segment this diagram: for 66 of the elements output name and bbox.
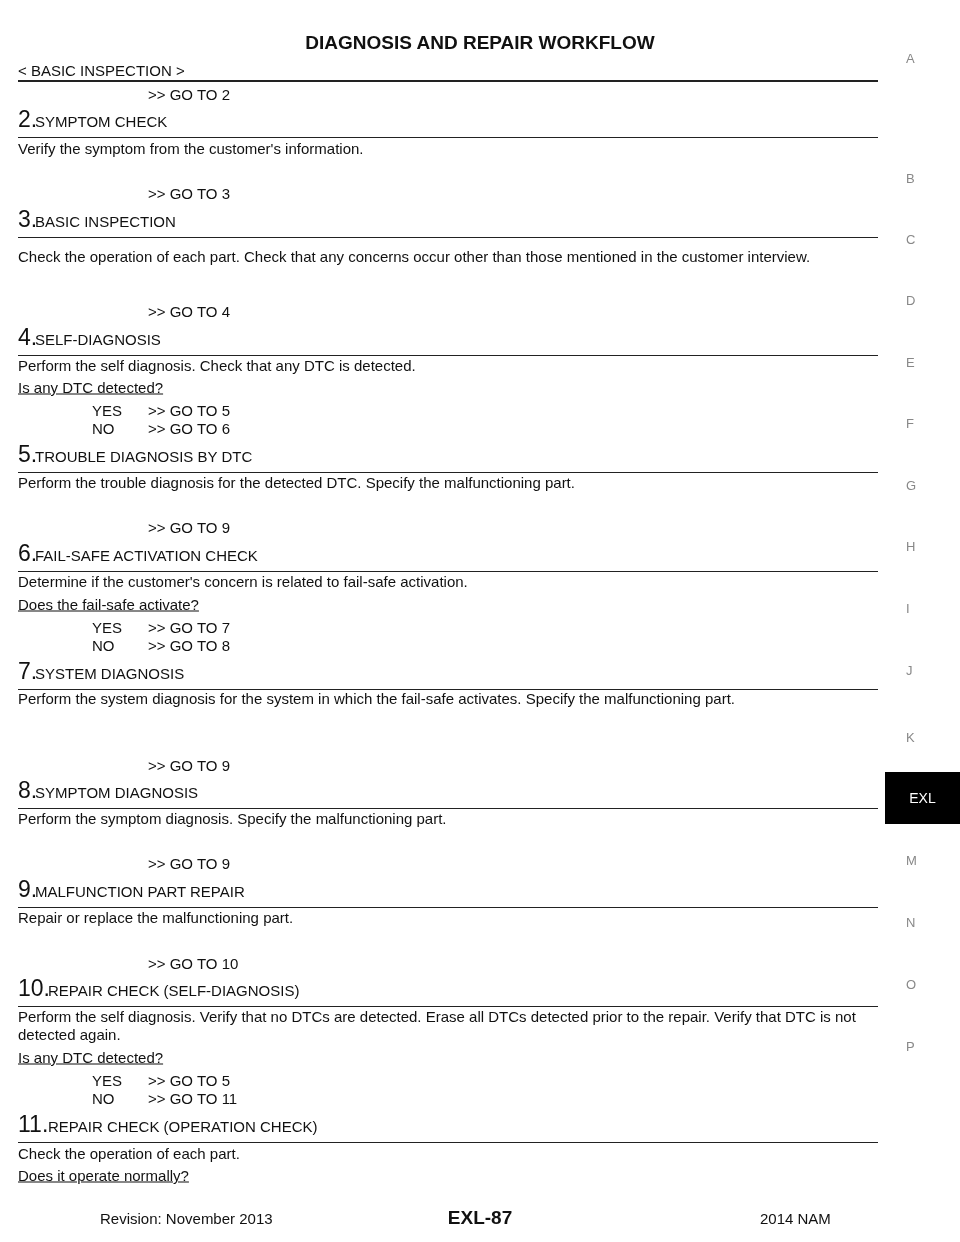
- go-to-instruction: >> GO TO 9: [148, 756, 230, 774]
- section-index-letter: G: [906, 477, 917, 493]
- answer-option: YES: [92, 618, 122, 636]
- step-heading: REPAIR CHECK (SELF-DIAGNOSIS): [48, 981, 300, 999]
- go-to-instruction: >> GO TO 2: [148, 85, 230, 103]
- section-index-letter: M: [906, 852, 917, 868]
- revision-date: Revision: November 2013: [100, 1209, 273, 1227]
- step-question: Does it operate normally?: [18, 1166, 189, 1184]
- active-section-tab: EXL: [885, 772, 960, 824]
- step-question: Does the fail-safe activate?: [18, 595, 199, 613]
- go-to-instruction: >> GO TO 7: [148, 618, 230, 636]
- step-instruction: Perform the trouble diagnosis for the detected DTC. Specify the malfunctioning part.: [18, 473, 575, 491]
- section-header: < BASIC INSPECTION >: [18, 61, 185, 79]
- go-to-instruction: >> GO TO 5: [148, 401, 230, 419]
- go-to-instruction: >> GO TO 3: [148, 184, 230, 202]
- go-to-instruction: >> GO TO 10: [148, 954, 239, 972]
- step-question: Is any DTC detected?: [18, 1048, 164, 1066]
- step-heading: SYMPTOM DIAGNOSIS: [35, 783, 199, 801]
- section-index-letter: P: [906, 1038, 915, 1054]
- answer-option: NO: [92, 636, 115, 654]
- step-instruction: Check the operation of each part.: [18, 1144, 240, 1162]
- section-index-letter: H: [906, 538, 916, 554]
- step-heading: REPAIR CHECK (OPERATION CHECK): [48, 1117, 318, 1135]
- step-instruction: Perform the system diagnosis for the system in which the fail-safe activates. Specify the malfunctioning part.: [18, 689, 735, 707]
- step-number: 11.: [18, 1110, 49, 1138]
- section-index-letter: J: [906, 662, 913, 678]
- go-to-instruction: >> GO TO 9: [148, 854, 230, 872]
- section-index-letter: C: [906, 231, 916, 247]
- section-index-letter: A: [906, 50, 915, 66]
- step-instruction: Perform the symptom diagnosis. Specify the malfunctioning part.: [18, 809, 447, 827]
- step-instruction: Check the operation of each part. Check that any concerns occur other than those mentioned in the customer interview.: [18, 248, 812, 266]
- section-index-letter: N: [906, 914, 916, 930]
- section-index-letter: F: [906, 415, 914, 431]
- go-to-instruction: >> GO TO 4: [148, 302, 230, 320]
- answer-option: NO: [92, 419, 115, 437]
- step-heading: BASIC INSPECTION: [35, 212, 176, 230]
- step-number: 10.: [18, 974, 50, 1002]
- step-heading: SELF-DIAGNOSIS: [35, 330, 161, 348]
- section-index-letter: B: [906, 170, 915, 186]
- step-heading: MALFUNCTION PART REPAIR: [35, 882, 245, 900]
- step-question: Is any DTC detected?: [18, 378, 164, 396]
- section-index-letter: O: [906, 976, 917, 992]
- go-to-instruction: >> GO TO 8: [148, 636, 230, 654]
- go-to-instruction: >> GO TO 11: [148, 1089, 238, 1107]
- step-instruction: Perform the self diagnosis. Verify that no DTCs are detected. Erase all DTCs detected prior to the repair. Verify that DTC is not detected again.: [18, 1008, 857, 1044]
- page-title: DIAGNOSIS AND REPAIR WORKFLOW: [305, 32, 655, 54]
- step-instruction: Perform the self diagnosis. Check that any DTC is detected.: [18, 356, 416, 374]
- step-instruction: Determine if the customer's concern is related to fail-safe activation.: [18, 572, 468, 590]
- answer-option: YES: [92, 1071, 122, 1089]
- answer-option: YES: [92, 401, 122, 419]
- step-instruction: Repair or replace the malfunctioning part.: [18, 908, 294, 926]
- go-to-instruction: >> GO TO 5: [148, 1071, 230, 1089]
- section-index-letter: E: [906, 354, 915, 370]
- model-year: 2014 NAM: [760, 1209, 831, 1227]
- go-to-instruction: >> GO TO 9: [148, 518, 230, 536]
- step-heading: SYMPTOM CHECK: [35, 112, 168, 130]
- step-heading: SYSTEM DIAGNOSIS: [35, 664, 185, 682]
- answer-option: NO: [92, 1089, 115, 1107]
- section-index-letter: I: [906, 600, 910, 616]
- step-instruction: Verify the symptom from the customer's information.: [18, 139, 364, 157]
- step-heading: FAIL-SAFE ACTIVATION CHECK: [35, 546, 258, 564]
- section-index-letter: D: [906, 292, 916, 308]
- page-number: EXL-87: [447, 1207, 513, 1229]
- go-to-instruction: >> GO TO 6: [148, 419, 230, 437]
- section-index-letter: K: [906, 729, 915, 745]
- step-heading: TROUBLE DIAGNOSIS BY DTC: [35, 447, 253, 465]
